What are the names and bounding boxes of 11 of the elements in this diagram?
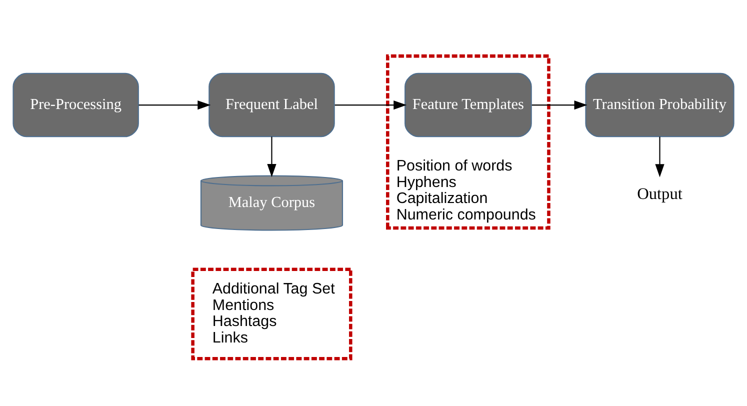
node-box: Transition Probability [585,72,734,138]
node-text: Output [637,184,682,204]
node-box: Feature Templates [404,72,532,138]
arrow [138,100,211,110]
node-box: Pre-Processing [12,72,139,138]
arrow [532,100,588,110]
node-box: Additional Tag Set Mentions Hashtags Links [191,268,352,360]
arrow [267,136,276,178]
arrow [334,100,407,110]
arrow [655,136,664,178]
node-box: Frequent Label [208,72,335,138]
